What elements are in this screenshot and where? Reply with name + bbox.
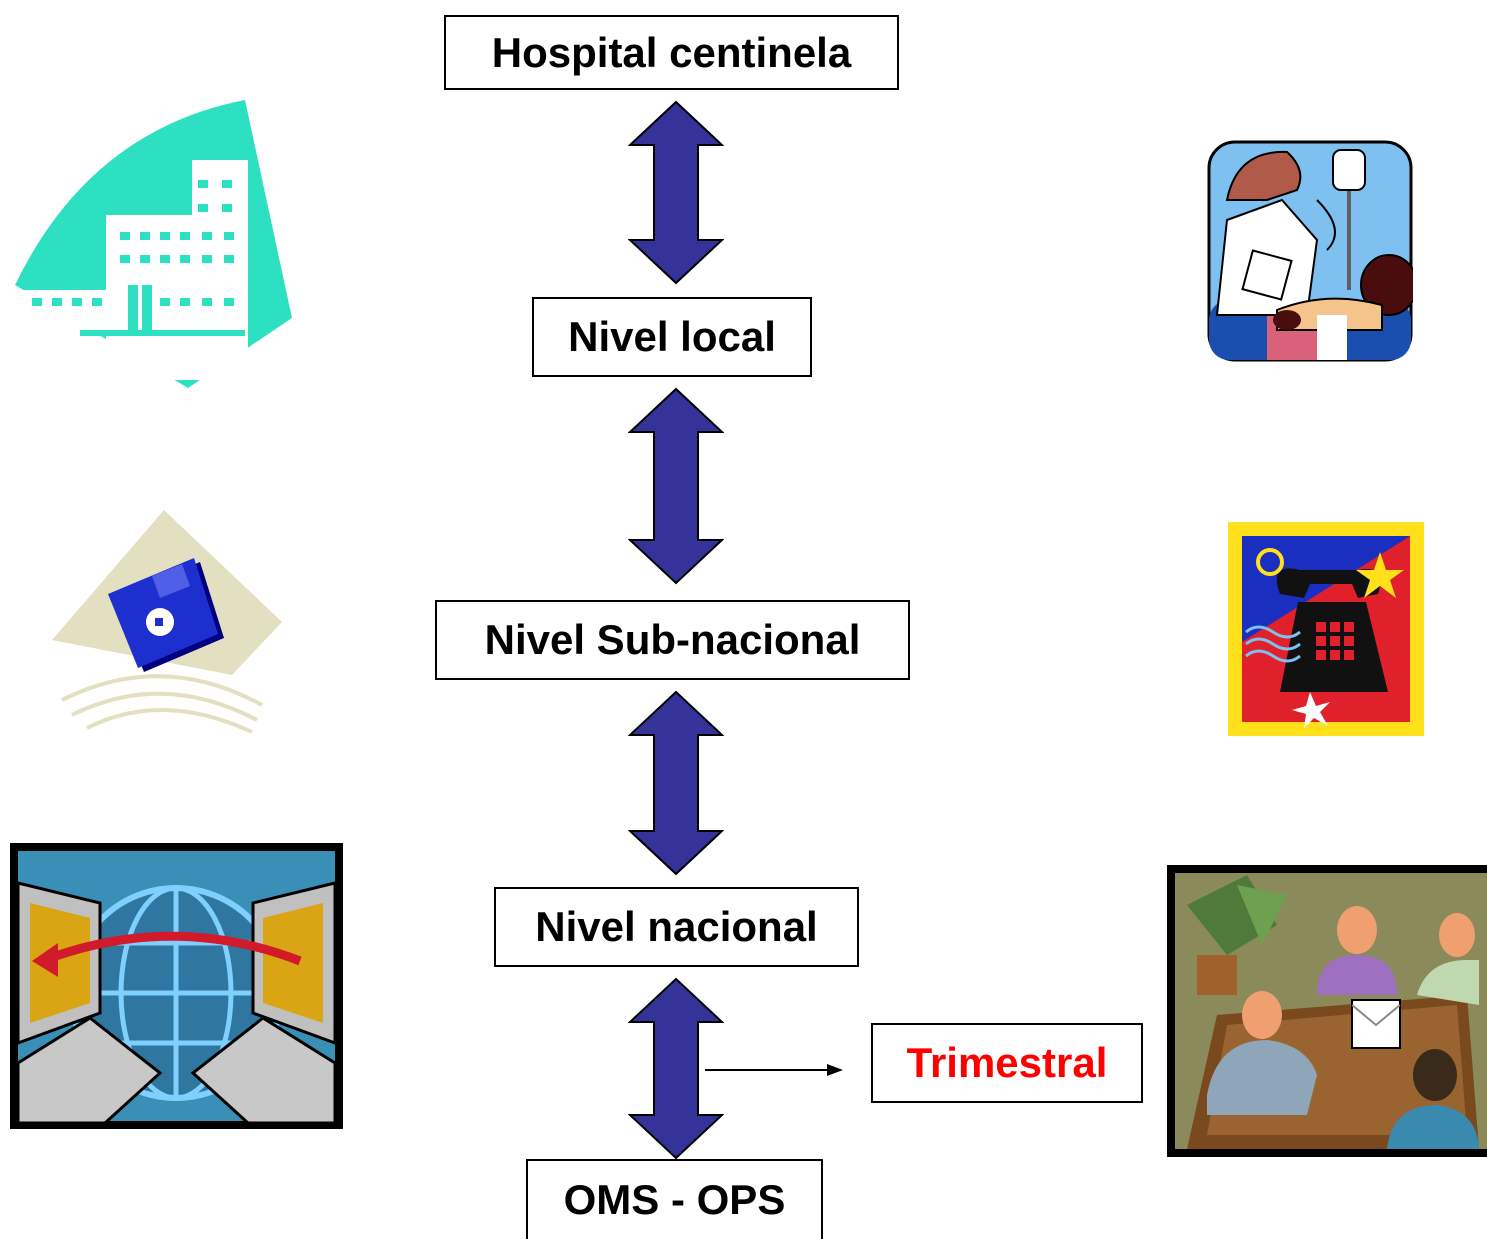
business-meeting-icon	[1167, 865, 1487, 1157]
hospital-building-icon	[10, 100, 292, 388]
floppy-disk-icon	[52, 510, 282, 734]
telephone-stamp-icon	[1228, 522, 1424, 736]
double-arrow-2	[628, 387, 724, 585]
double-arrow-1	[628, 100, 724, 285]
level-nivel-nacional: Nivel nacional	[494, 887, 859, 967]
frequency-label: Trimestral	[906, 1039, 1108, 1086]
level-nivel-subnacional: Nivel Sub-nacional	[435, 600, 910, 680]
level-label: Nivel Sub-nacional	[484, 616, 861, 663]
networked-computers-globe-icon	[10, 843, 343, 1129]
level-label: OMS - OPS	[563, 1176, 786, 1223]
double-arrow-4	[628, 977, 724, 1160]
level-label: Nivel local	[568, 313, 776, 360]
connector-arrow	[705, 1064, 843, 1076]
level-nivel-local: Nivel local	[532, 297, 812, 377]
nurse-patient-iv-icon	[1207, 140, 1413, 362]
level-label: Nivel nacional	[535, 903, 818, 950]
double-arrow-3	[628, 690, 724, 876]
level-oms-ops: OMS - OPS	[526, 1159, 823, 1239]
frequency-box: Trimestral	[871, 1023, 1143, 1103]
level-label: Hospital centinela	[491, 28, 852, 76]
level-hospital-centinela: Hospital centinela	[444, 15, 899, 90]
